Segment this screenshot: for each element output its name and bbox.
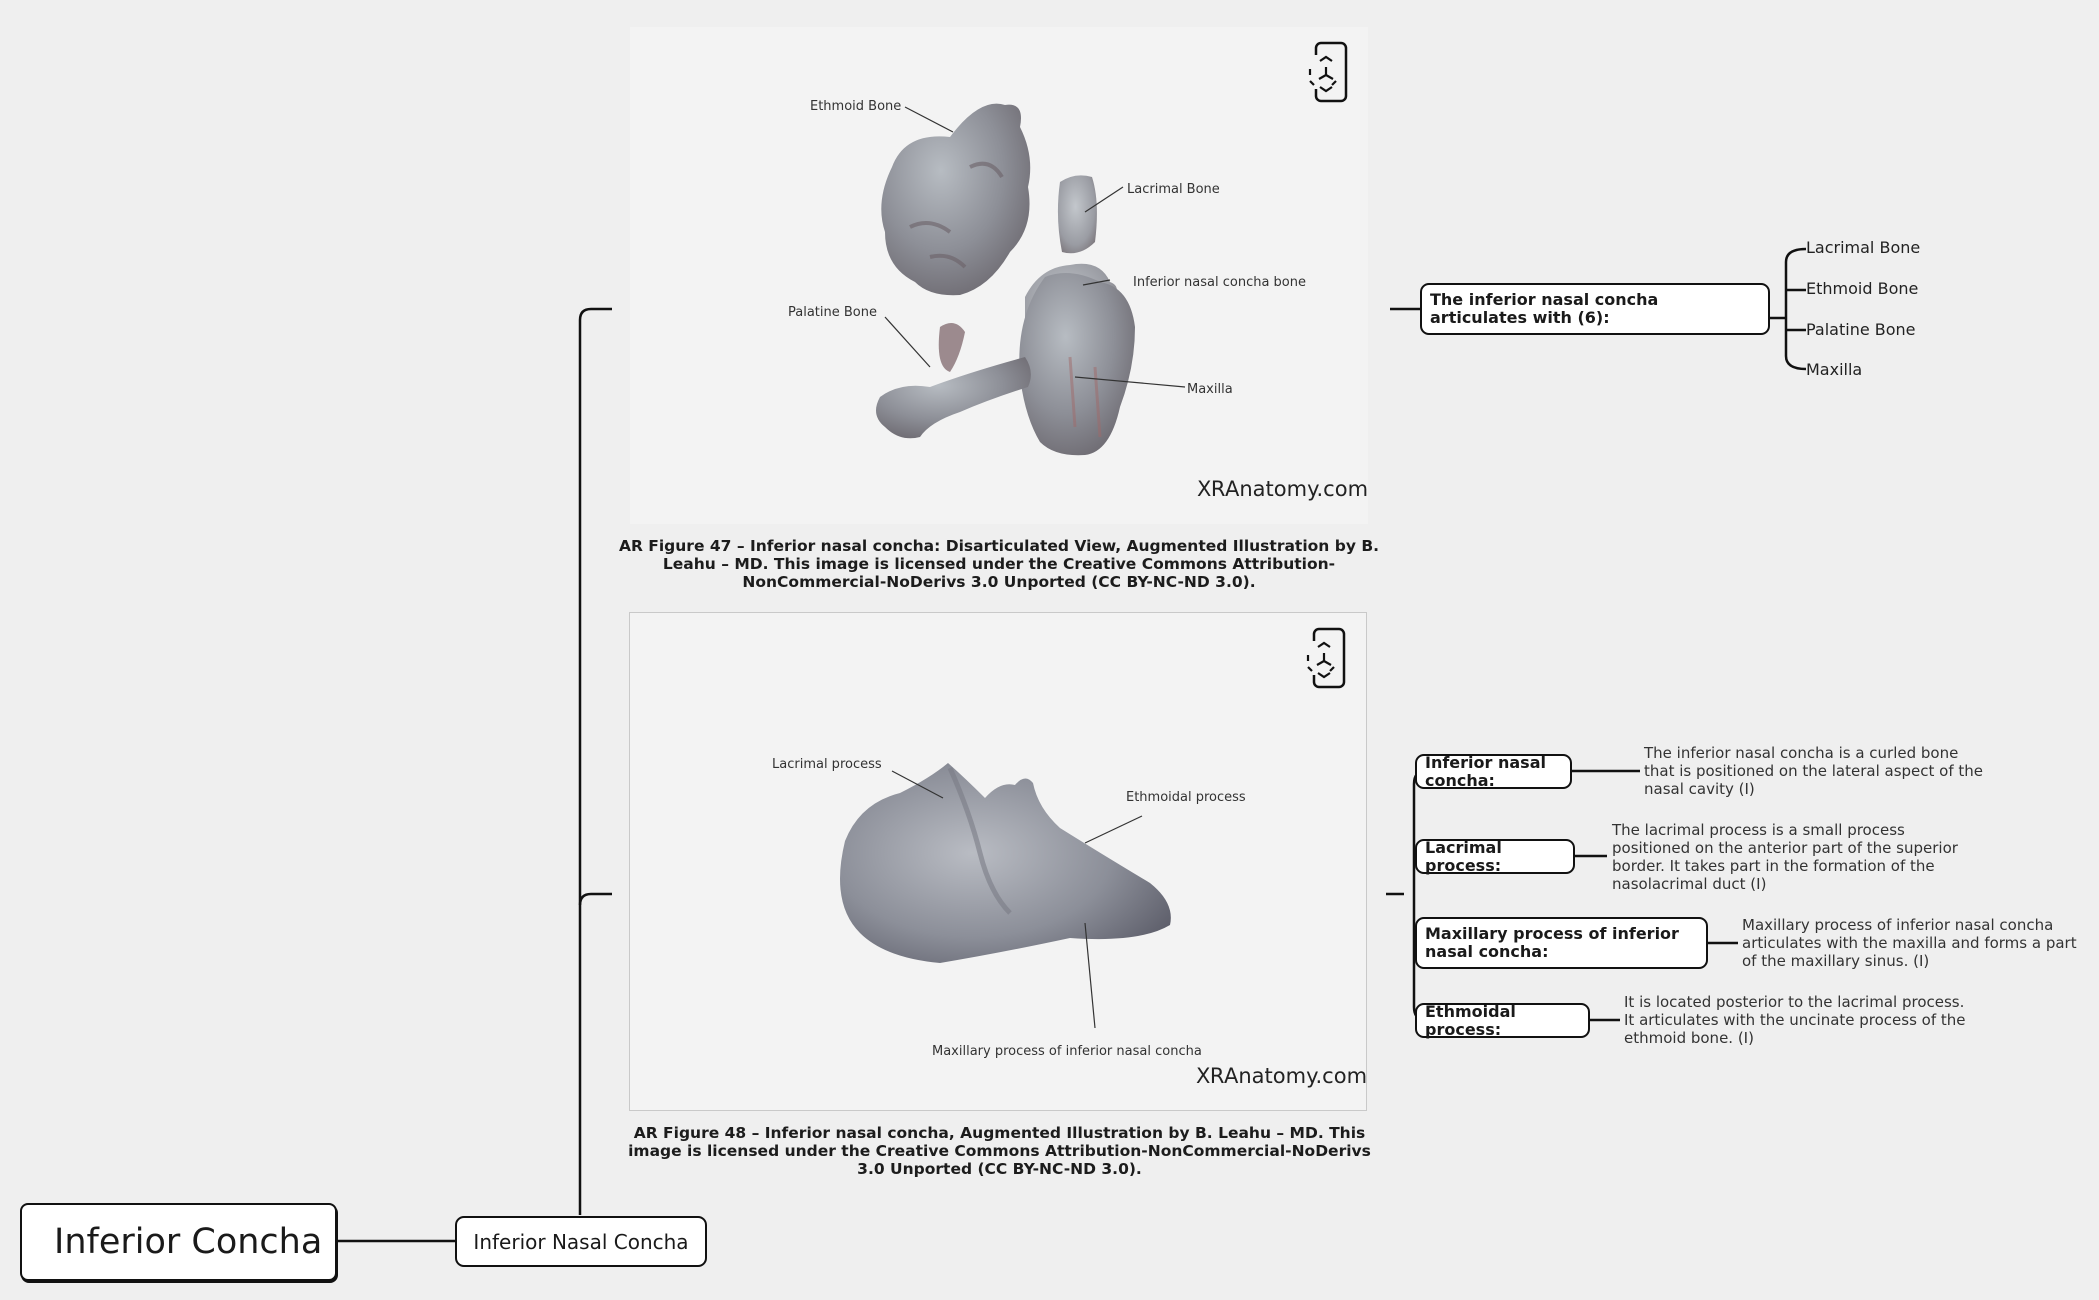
detail-label: Ethmoidal process: bbox=[1425, 1001, 1516, 1039]
detail-label: Lacrimal process: bbox=[1425, 837, 1502, 875]
detail-node-inferior-nasal-concha[interactable]: Inferior nasal concha: bbox=[1415, 752, 1572, 790]
xranatomy-watermark: XRAnatomy.com bbox=[1196, 1064, 1367, 1088]
detail-node-ethmoidal-process[interactable]: Ethmoidal process: bbox=[1415, 1001, 1590, 1039]
detail-label: Inferior nasal concha: bbox=[1425, 752, 1546, 790]
figure-47-caption: AR Figure 47 – Inferior nasal concha: Di… bbox=[618, 537, 1380, 591]
detail-desc-ethmoidal-process: It is located posterior to the lacrimal … bbox=[1624, 993, 1966, 1047]
concha-shape bbox=[840, 763, 1171, 963]
label-maxilla: Maxilla bbox=[1187, 382, 1233, 397]
articulates-item-lacrimal: Lacrimal Bone bbox=[1806, 238, 1921, 257]
watermark-xr: XR bbox=[1196, 1064, 1224, 1088]
spine-middle-connector bbox=[578, 892, 612, 906]
articulates-node[interactable]: The inferior nasal concha articulates wi… bbox=[1420, 283, 1770, 335]
ar-view-icon[interactable] bbox=[1302, 41, 1350, 105]
detail-node-maxillary-process[interactable]: Maxillary process of inferior nasal conc… bbox=[1415, 917, 1708, 969]
disarticulated-bones-illustration: Ethmoid Bone Lacrimal Bone Inferior nasa… bbox=[788, 99, 1306, 456]
label-lacrimal-bone: Lacrimal Bone bbox=[1127, 182, 1220, 197]
detail-desc-lacrimal-process: The lacrimal process is a small process … bbox=[1612, 821, 1958, 893]
label-palatine-bone: Palatine Bone bbox=[788, 305, 877, 320]
details-bracket bbox=[1412, 769, 1427, 1022]
root-label: Inferior Concha bbox=[54, 1222, 323, 1262]
xranatomy-watermark: XRAnatomy.com bbox=[1197, 477, 1368, 501]
articulates-item-maxilla: Maxilla bbox=[1806, 360, 1863, 379]
figure-48-inferior-nasal-concha: Lacrimal process Ethmoidal process Maxil… bbox=[629, 612, 1367, 1111]
label-maxillary-process: Maxillary process of inferior nasal conc… bbox=[932, 1044, 1202, 1059]
detail-label: Maxillary process of inferior nasal conc… bbox=[1425, 924, 1679, 961]
ethmoid-bone-shape bbox=[881, 103, 1031, 296]
lacrimal-bone-shape bbox=[1057, 175, 1097, 254]
topic-label: Inferior Nasal Concha bbox=[473, 1229, 689, 1254]
label-ethmoid-bone: Ethmoid Bone bbox=[810, 99, 901, 114]
topic-node[interactable]: Inferior Nasal Concha bbox=[455, 1216, 707, 1267]
figure-48-caption: AR Figure 48 – Inferior nasal concha, Au… bbox=[628, 1124, 1371, 1178]
ar-view-icon[interactable] bbox=[1300, 627, 1348, 691]
label-inferior-nasal-concha-bone: Inferior nasal concha bone bbox=[1133, 275, 1306, 290]
detail-desc-inferior-nasal-concha: The inferior nasal concha is a curled bo… bbox=[1644, 744, 1984, 798]
spine-top-connector bbox=[578, 307, 612, 1215]
inferior-nasal-concha-illustration: Lacrimal process Ethmoidal process Maxil… bbox=[772, 757, 1246, 1059]
figure-47-disarticulated-view: Ethmoid Bone Lacrimal Bone Inferior nasa… bbox=[630, 27, 1368, 524]
label-lacrimal-process: Lacrimal process bbox=[772, 757, 882, 772]
root-node[interactable]: Inferior Concha bbox=[20, 1203, 337, 1281]
maxilla-shape bbox=[1019, 273, 1135, 456]
label-ethmoidal-process: Ethmoidal process bbox=[1126, 790, 1246, 805]
articulates-item-palatine: Palatine Bone bbox=[1806, 320, 1916, 339]
detail-node-lacrimal-process[interactable]: Lacrimal process: bbox=[1415, 837, 1575, 875]
watermark-xr: XR bbox=[1197, 477, 1225, 501]
palatine-bone-shape bbox=[876, 357, 1031, 439]
detail-desc-maxillary-process: Maxillary process of inferior nasal conc… bbox=[1742, 916, 2077, 970]
articulates-label: The inferior nasal concha articulates wi… bbox=[1430, 290, 1659, 327]
watermark-site: Anatomy.com bbox=[1223, 1064, 1368, 1088]
watermark-site: Anatomy.com bbox=[1224, 477, 1369, 501]
articulates-item-ethmoid: Ethmoid Bone bbox=[1806, 279, 1919, 298]
articulates-bracket bbox=[1784, 247, 1807, 371]
